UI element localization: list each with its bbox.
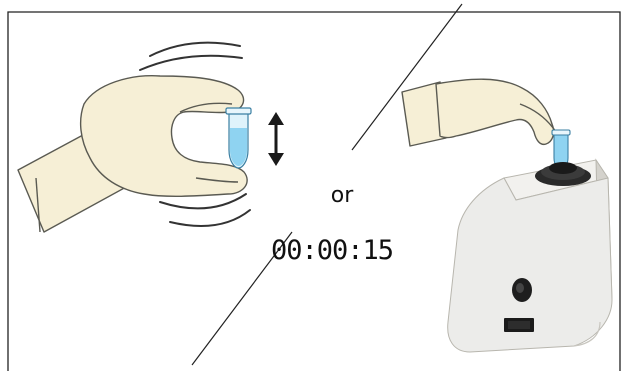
- microcentrifuge-tube: [226, 108, 251, 168]
- shake-motion-arcs-bottom: [160, 194, 250, 226]
- shake-motion-arcs-top: [140, 43, 242, 70]
- timer-display: 00:00:15: [262, 236, 402, 266]
- hand-shaking-tube-icon: [18, 43, 284, 232]
- separator-word: or: [314, 184, 370, 208]
- power-switch-icon: [504, 318, 534, 332]
- double-arrow-icon: [268, 112, 284, 166]
- vortex-mixer-icon: [402, 79, 612, 352]
- gloved-hand-placing-tube: [402, 79, 556, 146]
- speed-knob-icon: [512, 278, 532, 302]
- gloved-hand: [18, 76, 247, 232]
